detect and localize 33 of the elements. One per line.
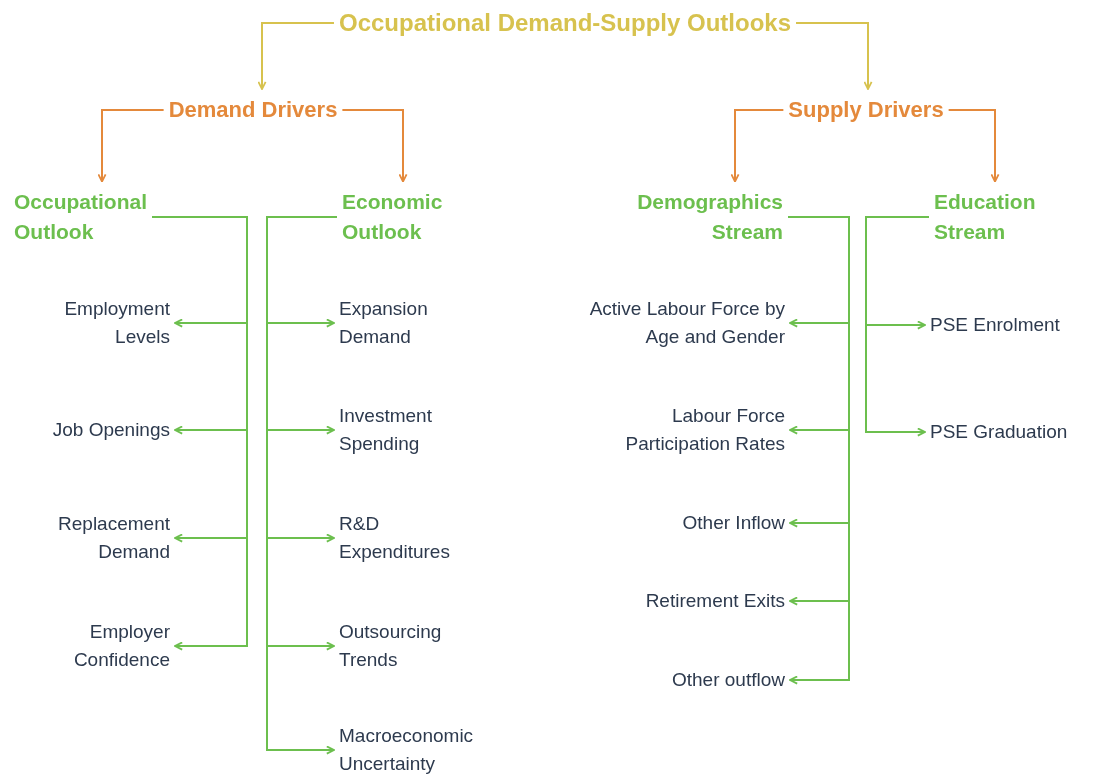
item-label: PSE Enrolment <box>930 311 1060 339</box>
arrow <box>341 109 408 183</box>
arrow <box>97 109 165 183</box>
title-text: Occupational Demand-Supply Outlooks <box>338 5 792 41</box>
item-label: Replacement Demand <box>30 510 170 566</box>
arrow <box>787 216 850 685</box>
arrow <box>795 22 873 91</box>
driver-heading: Supply Drivers <box>788 94 944 126</box>
stream-heading: Occupational Outlook <box>14 186 148 248</box>
item-label: Other outflow <box>672 666 785 694</box>
arrow <box>730 109 785 183</box>
item-label: Job Openings <box>52 416 170 444</box>
item-label: Retirement Exits <box>645 587 785 615</box>
item-label: Labour Force Participation Rates <box>585 402 785 458</box>
arrow <box>947 109 1000 183</box>
item-label: PSE Graduation <box>930 418 1068 446</box>
arrow <box>266 216 338 755</box>
stream-heading: Education Stream <box>934 186 1036 248</box>
item-label: Employment Levels <box>30 295 170 351</box>
arrow <box>151 216 248 651</box>
stream-heading: Economic Outlook <box>342 186 443 248</box>
item-label: Outsourcing Trends <box>339 618 489 674</box>
driver-heading: Demand Drivers <box>168 94 338 126</box>
arrow <box>257 22 335 91</box>
item-label: Other Inflow <box>682 509 785 537</box>
arrow <box>865 216 930 437</box>
item-label: Macroeconomic Uncertainty <box>339 722 489 778</box>
item-label: R&D Expenditures <box>339 510 489 566</box>
item-label: Employer Confidence <box>30 618 170 674</box>
item-label: Active Labour Force by Age and Gender <box>585 295 785 351</box>
stream-heading: Demographics Stream <box>637 186 783 248</box>
item-label: Expansion Demand <box>339 295 489 351</box>
item-label: Investment Spending <box>339 402 489 458</box>
